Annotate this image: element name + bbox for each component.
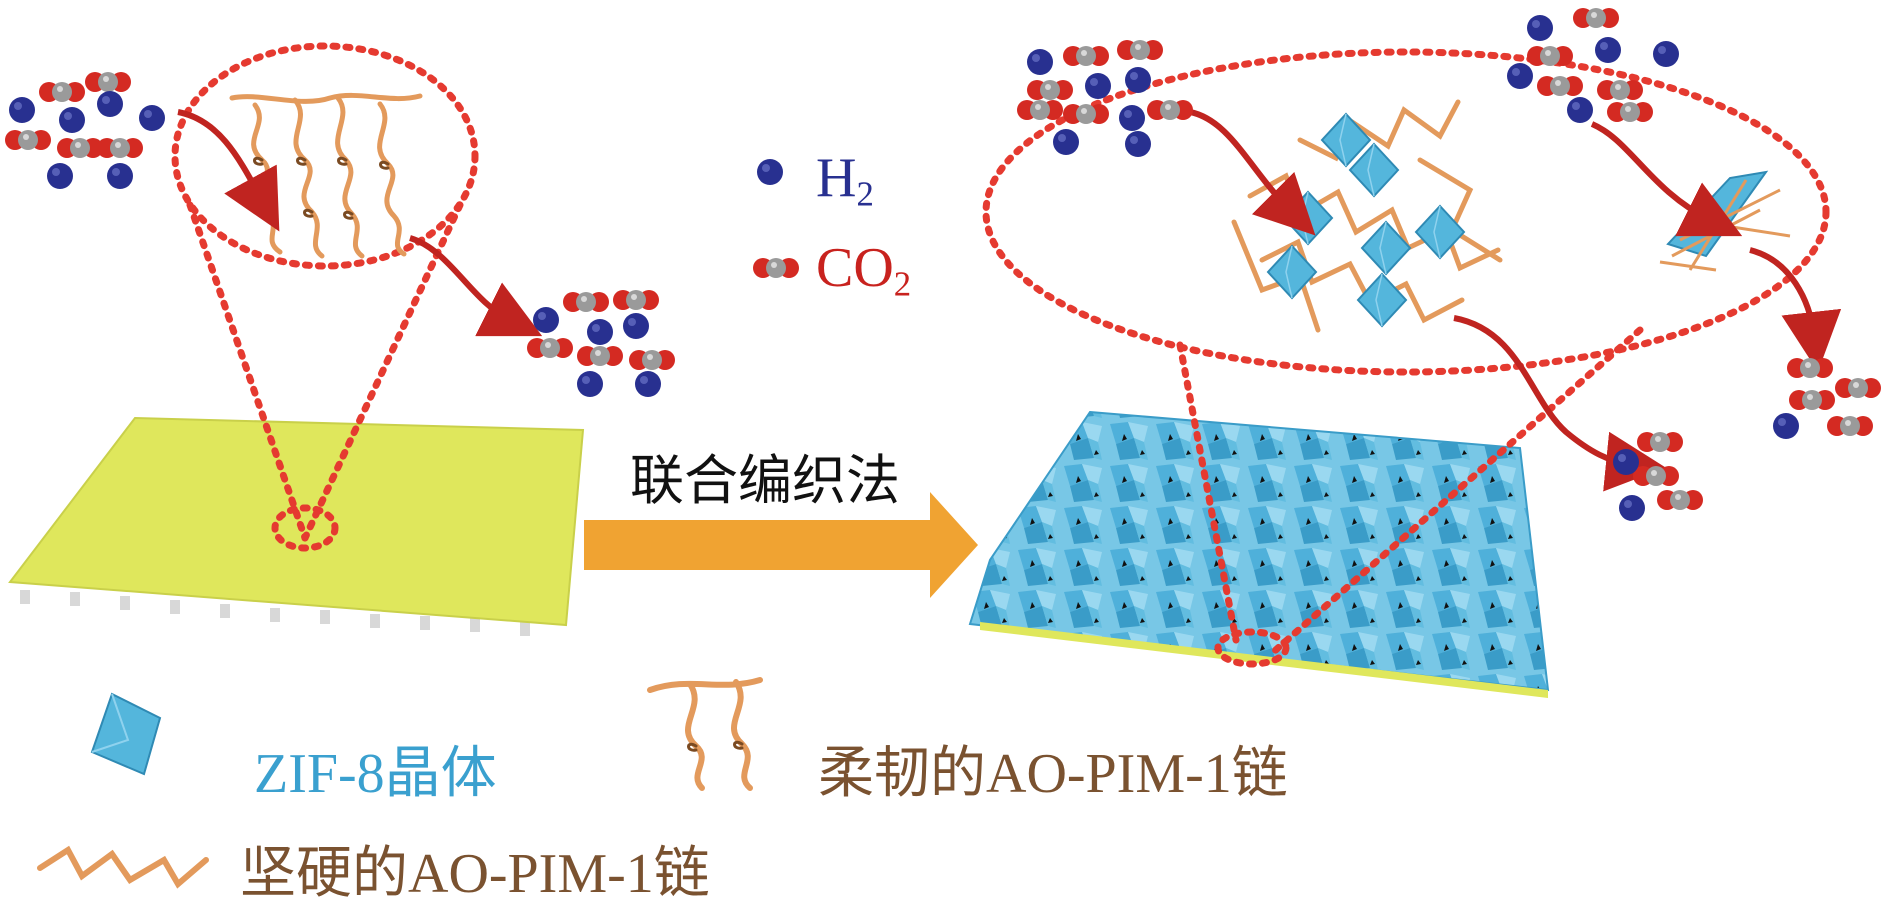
h2-legend-label: H2 <box>816 147 874 214</box>
permeate-gas-right-b <box>1773 358 1881 439</box>
h2-molecule-icon <box>757 159 783 185</box>
flexible-chains-left <box>229 92 423 259</box>
flexible-chain-legend-label: 柔韧的AO-PIM-1链 <box>818 743 1288 805</box>
process-label: 联合编织法 <box>630 449 900 512</box>
zif8-composite-layer <box>968 410 1550 692</box>
co2-legend-label: CO2 <box>816 237 912 304</box>
right-zoom-outline <box>982 48 1830 668</box>
zif8-crystal-legend-icon <box>90 692 162 776</box>
rigid-chain-legend-label: 坚硬的AO-PIM-1链 <box>240 843 710 905</box>
permeate-gas-left <box>527 290 675 397</box>
substrate-membrane <box>8 416 585 627</box>
left-flow-arrows <box>177 109 543 337</box>
zif8-crystals-right <box>1267 113 1465 327</box>
right-flow-arrows <box>1189 109 1842 492</box>
process-arrow <box>584 492 978 598</box>
left-zoom-outline <box>171 42 479 552</box>
substrate-support-left <box>20 590 530 636</box>
zif8-legend-label: ZIF-8晶体 <box>254 743 497 805</box>
flexible-chain-legend-icon <box>647 677 763 791</box>
permeate-gas-right-a <box>1613 432 1703 521</box>
rigid-chain-legend-icon <box>37 845 209 889</box>
feed-gas-right-b <box>1507 8 1679 123</box>
feed-gas-left <box>5 72 165 189</box>
co2-molecule-icon <box>753 258 799 278</box>
